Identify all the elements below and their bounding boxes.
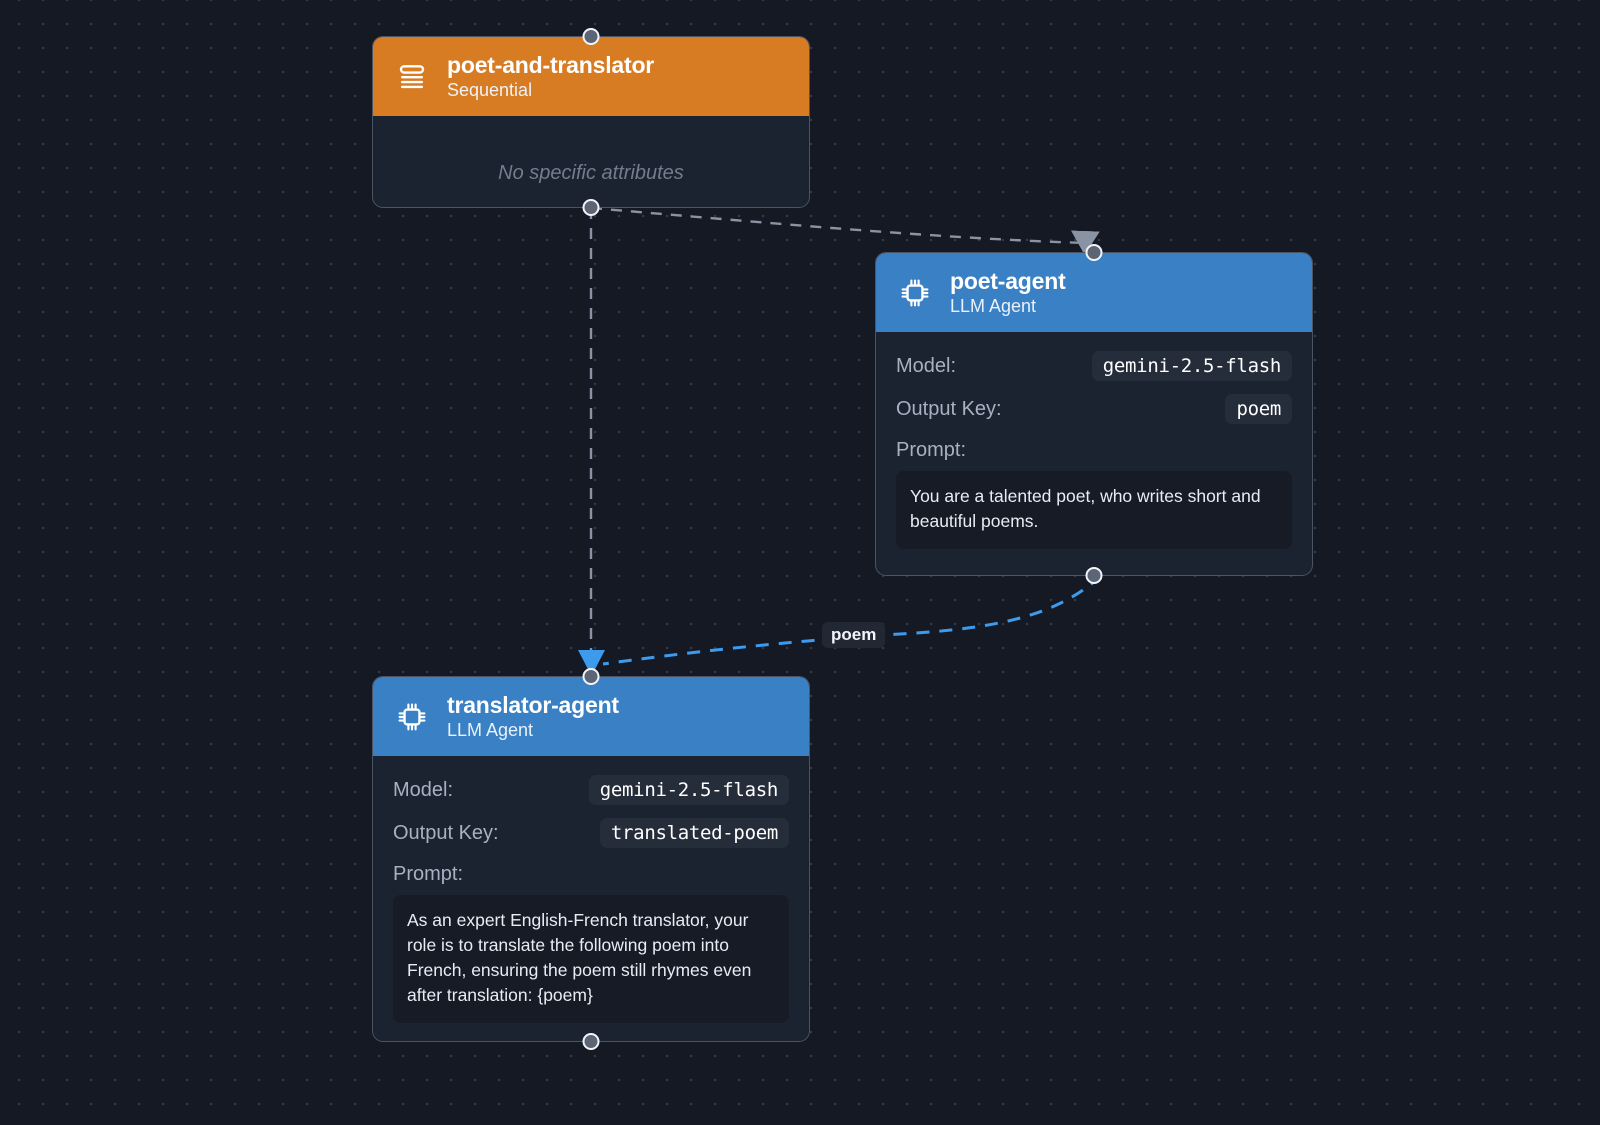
node-subtitle: LLM Agent [447, 719, 534, 740]
prompt-text: As an expert English-French translator, … [393, 895, 789, 1023]
attribute-row-model: Model: gemini-2.5-flash [896, 350, 1292, 382]
node-body: Model: gemini-2.5-flash Output Key: poem… [876, 332, 1312, 569]
attribute-label: Output Key: [896, 397, 1002, 420]
node-translator-agent[interactable]: translator-agent LLM Agent Model: gemini… [372, 668, 810, 1050]
cpu-chip-icon [898, 276, 932, 310]
attribute-value-output-key: poem [1225, 394, 1292, 425]
prompt-text: You are a talented poet, who writes shor… [896, 471, 1292, 550]
node-subtitle: LLM Agent [950, 295, 1037, 316]
node-body: Model: gemini-2.5-flash Output Key: tran… [373, 756, 809, 1042]
node-title: translator-agent [447, 692, 619, 718]
attribute-label: Model: [896, 354, 957, 377]
node-poet-agent[interactable]: poet-agent LLM Agent Model: gemini-2.5-f… [875, 244, 1313, 584]
node-header: translator-agent LLM Agent [373, 677, 809, 757]
attribute-value-model: gemini-2.5-flash [1091, 351, 1292, 382]
node-body: No specific attributes [373, 116, 809, 235]
attribute-row-model: Model: gemini-2.5-flash [393, 774, 789, 806]
attribute-row-output-key: Output Key: translated-poem [393, 817, 789, 849]
cpu-chip-icon [395, 700, 429, 734]
attribute-label: Output Key: [393, 821, 499, 844]
handle-source-bottom[interactable] [582, 199, 600, 216]
node-header: poet-agent LLM Agent [876, 253, 1312, 333]
edge-poem-path [602, 574, 1102, 666]
attribute-label: Model: [393, 778, 454, 801]
node-header: poet-and-translator Sequential [373, 37, 809, 117]
node-subtitle: Sequential [447, 79, 533, 100]
no-attributes-text: No specific attributes [498, 162, 684, 185]
prompt-label: Prompt: [896, 439, 967, 462]
handle-source-bottom[interactable] [1085, 567, 1103, 584]
attribute-value-model: gemini-2.5-flash [588, 775, 789, 806]
handle-source-bottom[interactable] [582, 1033, 600, 1050]
node-poet-and-translator[interactable]: poet-and-translator Sequential No specif… [372, 28, 810, 216]
prompt-label: Prompt: [393, 863, 464, 886]
node-title: poet-agent [950, 268, 1066, 294]
handle-target-top[interactable] [582, 28, 600, 45]
handle-target-top[interactable] [582, 668, 600, 685]
node-title: poet-and-translator [447, 52, 655, 78]
attribute-row-output-key: Output Key: poem [896, 393, 1292, 425]
attribute-value-output-key: translated-poem [599, 818, 789, 849]
list-stack-icon [395, 60, 429, 94]
handle-target-top[interactable] [1085, 244, 1103, 261]
edge-label-poem[interactable]: poem [822, 622, 886, 648]
